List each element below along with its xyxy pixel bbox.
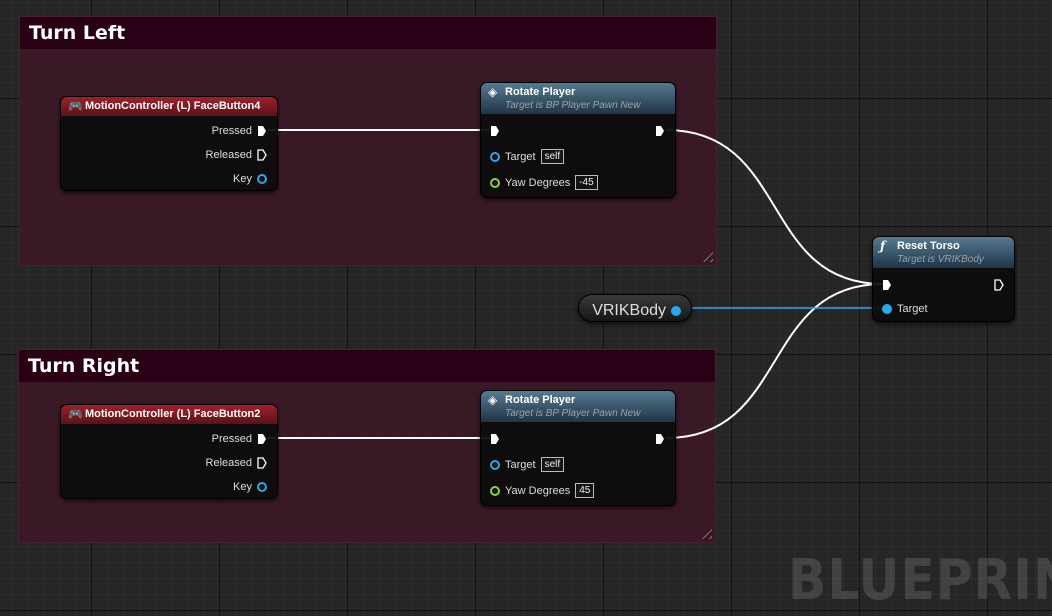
blueprint-watermark: BLUEPRINT xyxy=(788,548,1052,613)
target-value-field[interactable]: self xyxy=(540,457,565,472)
object-pin-icon[interactable] xyxy=(490,151,500,162)
exec-wire xyxy=(665,129,884,285)
function-icon: ƒ xyxy=(880,239,886,253)
node-header[interactable]: 🎮 MotionController (L) FaceButton4 xyxy=(61,97,277,116)
target-value-field[interactable]: self xyxy=(540,149,565,164)
vrikbody-output-pin[interactable]: VRIKBody xyxy=(592,302,681,320)
exec-in-pin[interactable] xyxy=(882,279,892,291)
reset-torso-node[interactable]: ƒ Reset Torso Target is VRIKBody Target xyxy=(872,236,1015,322)
exec-pin-icon[interactable] xyxy=(490,125,500,137)
pin-label: Target xyxy=(505,150,536,163)
node-header[interactable]: ◈ Rotate Player Target is BP Player Pawn… xyxy=(481,391,675,422)
node-header[interactable]: ƒ Reset Torso Target is VRIKBody xyxy=(873,237,1014,268)
variable-label: VRIKBody xyxy=(592,302,666,319)
exec-pin-icon[interactable] xyxy=(655,433,665,445)
node-title: Rotate Player xyxy=(505,394,576,406)
pin-label: Released xyxy=(205,457,252,469)
function-call-icon: ◈ xyxy=(488,85,498,99)
exec-pin-icon[interactable] xyxy=(257,433,267,445)
exec-in-pin[interactable] xyxy=(490,125,500,137)
exec-out-pin[interactable] xyxy=(655,433,665,445)
pin-label: Key xyxy=(233,481,252,493)
rotate-player-node[interactable]: ◈ Rotate Player Target is BP Player Pawn… xyxy=(480,82,676,198)
exec-pin-icon[interactable] xyxy=(655,125,665,137)
node-subtitle: Target is BP Player Pawn New xyxy=(505,100,641,111)
float-pin-icon[interactable] xyxy=(490,177,500,188)
pressed-pin[interactable]: Pressed xyxy=(212,433,267,445)
pin-label: Yaw Degrees xyxy=(505,176,571,189)
exec-in-pin[interactable] xyxy=(490,433,500,445)
yaw-degrees-field[interactable]: 45 xyxy=(575,483,595,498)
float-pin-icon[interactable] xyxy=(490,485,500,496)
node-title: Rotate Player xyxy=(505,86,576,98)
resize-grip-icon[interactable] xyxy=(702,529,712,539)
key-pin[interactable]: Key xyxy=(233,173,267,185)
pin-label: Released xyxy=(205,149,252,161)
exec-pin-icon[interactable] xyxy=(257,149,267,161)
struct-pin-icon[interactable] xyxy=(257,482,267,492)
released-pin[interactable]: Released xyxy=(206,149,267,161)
pressed-pin[interactable]: Pressed xyxy=(212,125,267,137)
pin-label: Key xyxy=(233,173,252,185)
exec-pin-icon[interactable] xyxy=(882,279,892,291)
struct-pin-icon[interactable] xyxy=(257,174,267,184)
rotate-player-node[interactable]: ◈ Rotate Player Target is BP Player Pawn… xyxy=(480,390,676,506)
released-pin[interactable]: Released xyxy=(206,457,267,469)
function-call-icon: ◈ xyxy=(488,393,498,407)
key-pin[interactable]: Key xyxy=(233,481,267,493)
exec-out-pin[interactable] xyxy=(994,279,1004,291)
yaw-degrees-pin[interactable]: Yaw Degrees -45 xyxy=(490,175,598,190)
exec-pin-icon[interactable] xyxy=(490,433,500,445)
event-node-facebutton2[interactable]: 🎮 MotionController (L) FaceButton2 Press… xyxy=(60,404,278,499)
exec-pin-icon[interactable] xyxy=(257,125,267,137)
yaw-degrees-field[interactable]: -45 xyxy=(575,175,598,190)
object-pin-icon[interactable] xyxy=(882,304,892,314)
yaw-degrees-pin[interactable]: Yaw Degrees 45 xyxy=(490,483,595,498)
gamepad-icon: 🎮 xyxy=(68,407,83,421)
resize-grip-icon[interactable] xyxy=(703,252,713,262)
object-pin-icon[interactable] xyxy=(671,306,681,316)
exec-wire xyxy=(665,283,884,439)
node-header[interactable]: 🎮 MotionController (L) FaceButton2 xyxy=(61,405,277,424)
vrikbody-variable-node[interactable]: VRIKBody xyxy=(578,294,692,322)
comment-title[interactable]: Turn Right xyxy=(19,350,715,382)
target-pin[interactable]: Target xyxy=(882,303,928,315)
node-header[interactable]: ◈ Rotate Player Target is BP Player Pawn… xyxy=(481,83,675,114)
comment-title[interactable]: Turn Left xyxy=(20,17,716,49)
pin-label: Pressed xyxy=(211,433,252,445)
target-pin[interactable]: Target self xyxy=(490,149,565,164)
exec-pin-icon[interactable] xyxy=(257,457,267,469)
event-node-facebutton4[interactable]: 🎮 MotionController (L) FaceButton4 Press… xyxy=(60,96,278,191)
pin-label: Yaw Degrees xyxy=(505,484,571,497)
exec-out-pin[interactable] xyxy=(655,125,665,137)
node-title: MotionController (L) FaceButton2 xyxy=(85,408,261,420)
node-title: MotionController (L) FaceButton4 xyxy=(85,100,261,112)
node-subtitle: Target is VRIKBody xyxy=(897,254,984,265)
target-pin[interactable]: Target self xyxy=(490,457,565,472)
gamepad-icon: 🎮 xyxy=(68,99,83,113)
pin-label: Pressed xyxy=(211,125,252,137)
exec-pin-icon[interactable] xyxy=(994,279,1004,291)
node-subtitle: Target is BP Player Pawn New xyxy=(505,408,641,419)
pin-label: Target xyxy=(505,458,536,471)
node-title: Reset Torso xyxy=(897,240,960,252)
pin-label: Target xyxy=(897,303,928,315)
object-pin-icon[interactable] xyxy=(490,459,500,470)
